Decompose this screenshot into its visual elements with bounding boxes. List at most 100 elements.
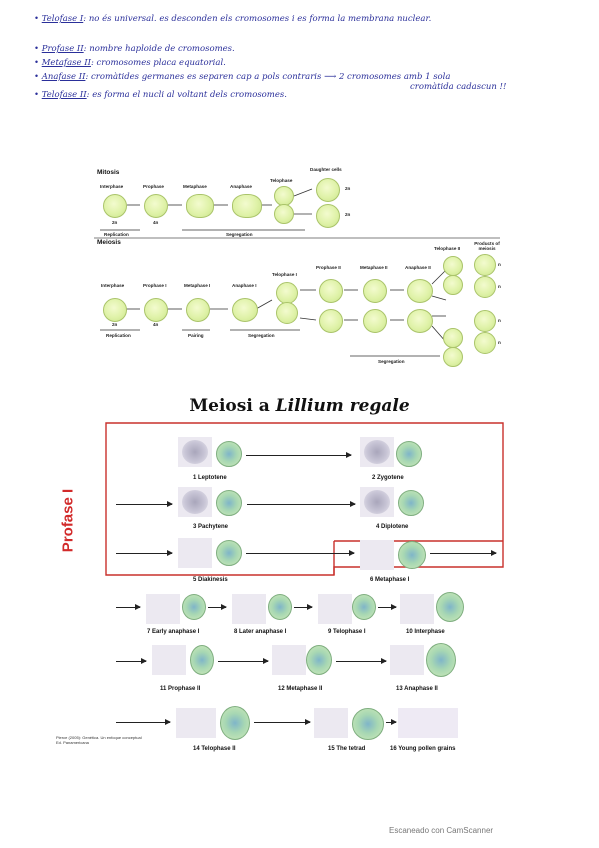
micrograph [178,538,212,568]
stage-label: 2 Zygotene [372,475,404,481]
bracket-label: Replication [104,232,129,237]
stage-label: 13 Anaphase II [396,686,438,692]
ploidy-label: n [498,284,501,289]
meiosis-stage: Prophase I [143,283,167,288]
source-line: Pierce (2005): Genética. Un enfoque conc… [56,735,142,740]
ploidy-label: 2n [345,186,351,191]
ploidy-label: n [498,318,501,323]
micrograph [314,708,348,738]
mitosis-stage: Metaphase [183,184,207,189]
mitosis-stage: Interphase [100,184,124,189]
stage-label: 12 Metaphase II [278,686,323,692]
stage-label: 8 Later anaphase I [234,629,287,635]
ploidy-label: 2n [345,212,351,217]
ploidy-label: 4n [153,220,159,225]
stage-label: 4 Diplotene [376,524,409,530]
ploidy-label: n [498,262,501,267]
cell-illustration [268,594,292,620]
cell [144,194,168,218]
arrow [116,501,173,507]
micrograph [176,708,216,738]
cell [443,275,463,295]
cell [474,276,496,298]
meiosis-stage: Prophase II [316,265,341,270]
cell [316,204,340,228]
micrograph [232,594,266,624]
micrograph [178,487,212,517]
cell-illustration [352,708,384,740]
cell [186,194,214,218]
diagram-lines [94,188,500,357]
bracket-label: Replication [106,333,131,338]
cell-illustration [216,490,242,516]
arrow [218,658,269,664]
ploidy-label: 2n [112,220,118,225]
micrograph [360,487,394,517]
stage-label: 11 Prophase II [160,686,201,692]
cell-illustration [436,592,464,622]
ploidy-label: 4n [153,322,159,327]
micrograph [390,645,424,675]
cell [316,178,340,202]
micrograph [318,594,352,624]
cell [319,309,343,333]
stage-label: 1 Leptotene [193,475,227,481]
cell-illustration [306,645,332,675]
cell-illustration [220,706,250,740]
note-anafase-2-cont: cromàtida cadascun !! [410,82,507,92]
cell [232,298,258,322]
micrograph [152,645,186,675]
micrograph [400,594,434,624]
mitosis-title: Mitosis [97,169,120,176]
arrow [116,550,173,556]
ploidy-label: n [498,340,501,345]
meiosis-title: Meiosis [97,239,121,246]
cell-illustration [396,441,422,467]
cell [474,254,496,276]
cell [363,309,387,333]
stage-label: 5 Diakinesis [193,577,228,583]
cell [182,490,208,514]
bracket-label: Segregation [378,359,405,364]
cell [474,332,496,354]
cell [144,298,168,322]
meiosis-stage: Products of meiosis [474,241,500,251]
arrow [378,604,397,610]
cell-illustration [216,441,242,467]
cell [443,347,463,367]
arrow [246,452,352,458]
bracket-label: Segregation [226,232,253,237]
cell-illustration [398,541,426,569]
micrograph [360,437,394,467]
source-line: Ed. Panamericana [56,740,89,745]
arrow [294,604,313,610]
note-anafase-2: • Anafase II: cromàtides germanes es sep… [34,72,451,82]
arrow [246,550,355,556]
arrow [254,719,311,725]
arrow [208,604,227,610]
arrow [116,604,141,610]
cell [319,279,343,303]
arrow [336,658,387,664]
meiosis-stage: Anaphase II [405,265,431,270]
mitosis-stage: Prophase [143,184,164,189]
cell [474,310,496,332]
cell [274,204,294,224]
stage-label: 9 Telophase I [328,629,366,635]
stage-label: 14 Telophase II [193,746,236,752]
meiosis-stage: Interphase [101,283,125,288]
bracket-label: Segregation [248,333,275,338]
meiosis-stage: Telophase II [434,246,461,251]
cell [363,279,387,303]
arrow [386,719,397,725]
arrow [430,550,497,556]
cell-illustration [182,594,206,620]
cell [182,440,208,464]
cell [364,490,390,514]
ploidy-label: 2n [112,322,118,327]
lillium-title: Meiosi a Lillium regale [189,396,410,416]
cell [364,440,390,464]
micrograph [272,645,306,675]
stage-label: 16 Young pollen grains [390,746,456,752]
